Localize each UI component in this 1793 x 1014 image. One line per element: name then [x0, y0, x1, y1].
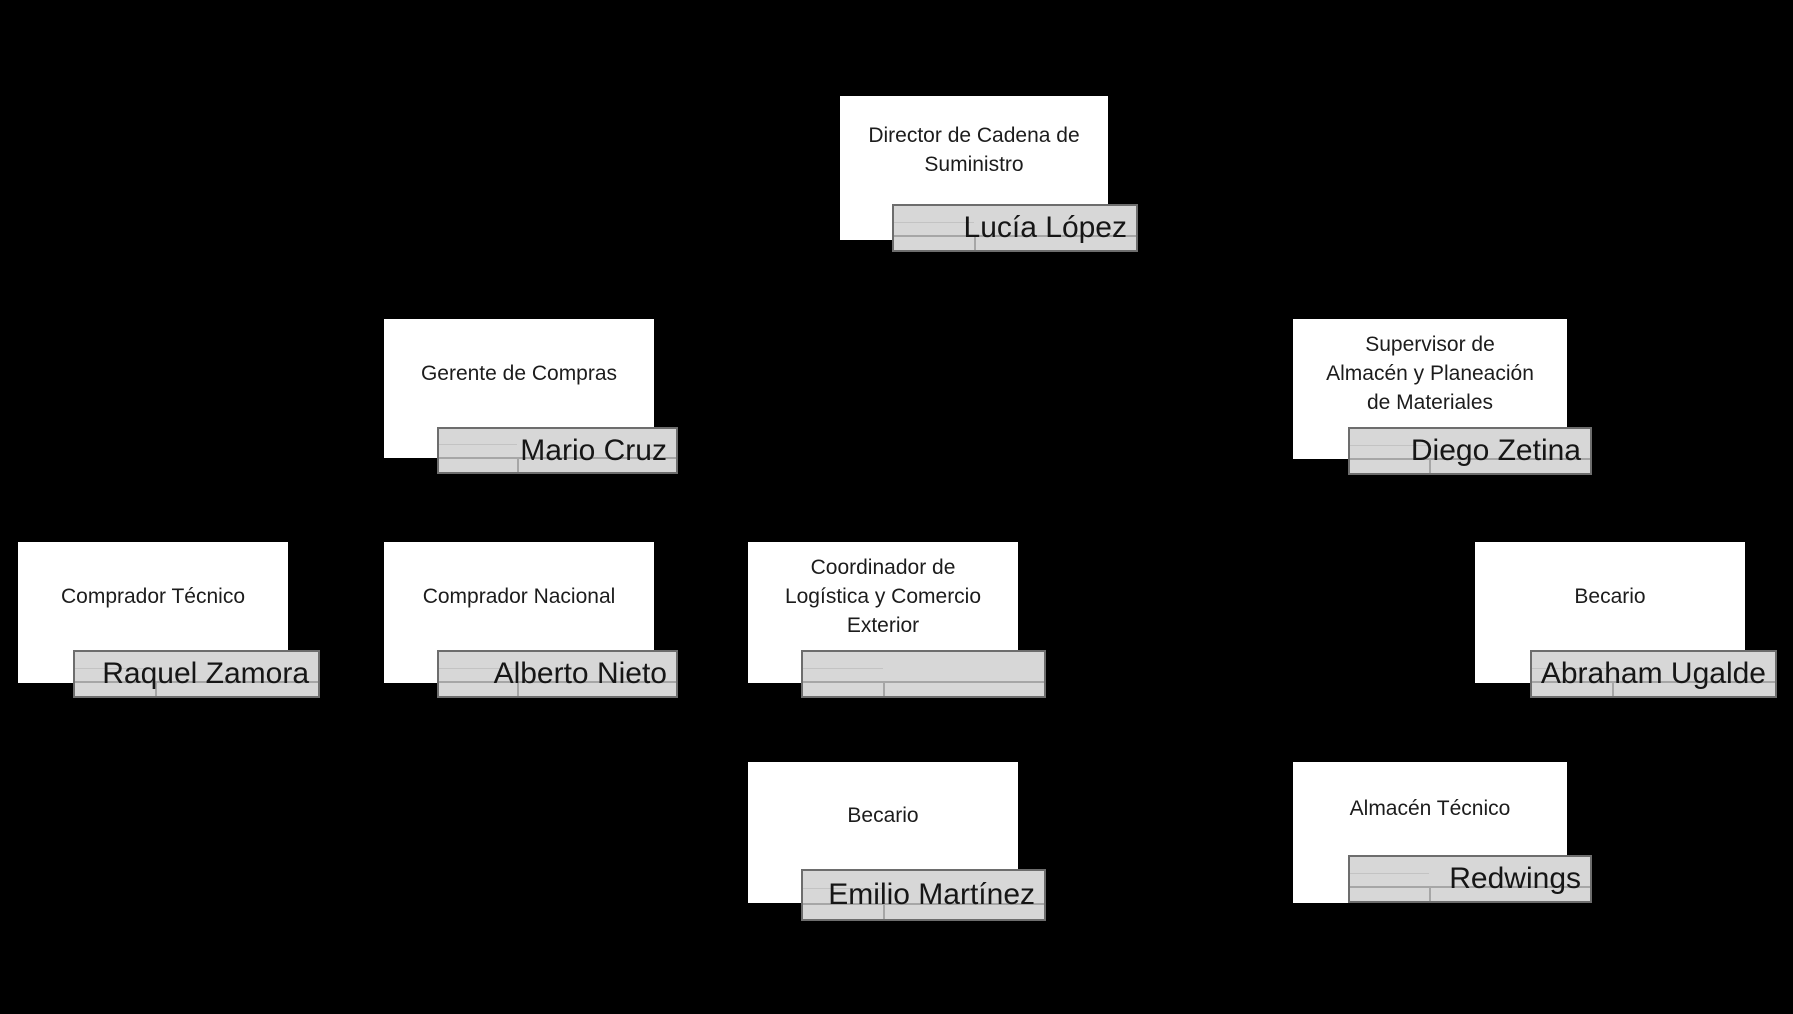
- plate-grid-line-horizontal-left: [1350, 872, 1430, 874]
- plate-grid-line-horizontal-left: [803, 888, 883, 890]
- role-title: Gerente de Compras: [420, 361, 618, 385]
- plate-grid-line-horizontal: [1350, 886, 1590, 889]
- plate-grid-line-vertical: [1429, 458, 1432, 473]
- plate-grid-line-horizontal-left: [439, 444, 518, 446]
- name-row: Alberto Nieto: [439, 652, 676, 696]
- name-plate[interactable]: Diego Zetina: [1348, 427, 1592, 475]
- role-title: Becario: [1574, 584, 1646, 608]
- plate-grid-line-horizontal-left: [75, 667, 156, 669]
- name-row: Abraham Ugalde: [1532, 652, 1775, 696]
- name-plate[interactable]: Redwings: [1348, 855, 1592, 903]
- plate-grid-line-horizontal: [1350, 458, 1590, 461]
- plate-grid-line-horizontal-left: [1350, 444, 1430, 446]
- role-title: Almacén Técnico: [1349, 797, 1511, 820]
- role-title: Supervisor de Almacén y Planeación de Ma…: [1326, 332, 1534, 414]
- name-row: Mario Cruz: [439, 429, 676, 472]
- name-plate[interactable]: Raquel Zamora: [73, 650, 320, 698]
- person-name: Abraham Ugalde: [1540, 657, 1766, 690]
- person-name: Alberto Nieto: [493, 657, 667, 690]
- role-title: Coordinador de Logística y Comercio Exte…: [784, 555, 982, 637]
- role-title: Becario: [847, 804, 919, 827]
- person-name: Diego Zetina: [1410, 434, 1581, 467]
- role-title: Comprador Nacional: [422, 584, 616, 608]
- plate-grid-line-horizontal: [439, 457, 676, 460]
- plate-grid-line-horizontal: [894, 235, 1136, 238]
- name-row: Lucía López: [894, 206, 1136, 250]
- name-plate[interactable]: [801, 650, 1046, 698]
- plate-grid-line-horizontal: [75, 681, 318, 684]
- name-row: [803, 652, 1044, 696]
- name-row: Redwings: [1350, 857, 1590, 901]
- role-title: Director de Cadena de Suministro: [868, 124, 1080, 176]
- plate-grid-line-horizontal-left: [803, 667, 883, 669]
- person-name: Redwings: [1449, 862, 1581, 895]
- plate-grid-line-vertical: [517, 457, 520, 472]
- name-row: Raquel Zamora: [75, 652, 318, 696]
- plate-grid-line-horizontal-left: [894, 221, 974, 223]
- name-row: Diego Zetina: [1350, 429, 1590, 473]
- plate-grid-line-vertical: [882, 681, 885, 696]
- plate-grid-line-vertical: [1612, 681, 1615, 696]
- person-name: Lucía López: [963, 211, 1127, 244]
- plate-grid-line-vertical: [973, 235, 976, 250]
- plate-grid-line-vertical: [155, 681, 158, 696]
- plate-grid-line-horizontal-left: [1532, 667, 1613, 669]
- plate-grid-line-vertical: [882, 902, 885, 919]
- name-row: Emilio Martínez: [803, 871, 1044, 919]
- person-name: Mario Cruz: [520, 433, 667, 467]
- plate-grid-line-horizontal: [803, 902, 1044, 905]
- person-name: Raquel Zamora: [102, 657, 309, 690]
- plate-grid-line-horizontal: [1532, 681, 1775, 684]
- plate-grid-line-vertical: [517, 681, 520, 696]
- org-node-coordinador-logistica: Coordinador de Logística y Comercio Exte…: [748, 542, 1046, 698]
- person-name: Emilio Martínez: [828, 878, 1035, 911]
- plate-grid-line-horizontal-left: [439, 667, 518, 669]
- plate-grid-line-vertical: [1429, 886, 1432, 901]
- plate-grid-line-horizontal: [439, 681, 676, 684]
- name-plate[interactable]: Mario Cruz: [437, 427, 678, 474]
- org-node-supervisor-almacen: Supervisor de Almacén y Planeación de Ma…: [1293, 319, 1592, 475]
- name-plate[interactable]: Emilio Martínez: [801, 869, 1046, 921]
- name-plate[interactable]: Abraham Ugalde: [1530, 650, 1777, 698]
- plate-grid-line-horizontal: [803, 681, 1044, 684]
- name-plate[interactable]: Lucía López: [892, 204, 1138, 252]
- role-title: Comprador Técnico: [60, 584, 246, 608]
- name-plate[interactable]: Alberto Nieto: [437, 650, 678, 698]
